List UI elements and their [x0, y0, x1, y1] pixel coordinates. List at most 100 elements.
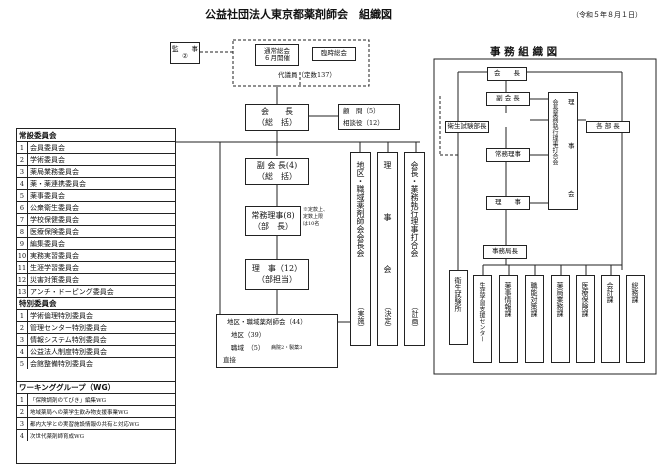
department-box: 職能対策課 [525, 275, 544, 363]
department-box: 会計課 [601, 275, 620, 363]
committee-number: 4 [17, 430, 28, 441]
executive-planning-meeting-box: 会長・業務執行理事打合会 （計画） [404, 152, 425, 346]
committee-name: 生涯学習委員会 [30, 263, 79, 272]
directors-title: 理 事（12） [251, 264, 303, 273]
auditor-count: ② [182, 52, 188, 60]
committee-row: 1「保険調剤のてびき」編集WG [17, 393, 175, 405]
executive-planning-meeting-label: 会長・業務執行理事打合会 [410, 161, 419, 257]
department-heads-box: 各 部 長 [586, 121, 630, 133]
committee-name: 学術委員会 [30, 155, 65, 164]
committee-number: 1 [17, 142, 28, 153]
auditor-box: 監 事 ② [170, 42, 200, 64]
executive-note-1: ※定款上、 [303, 207, 329, 213]
department-box: 薬局業務課 [551, 275, 570, 363]
page-title: 公益社団法人東京都薬剤師会 組織図 [205, 8, 392, 21]
executive-director-box: 常務理事(8) （部 長） [245, 206, 301, 236]
president-sub: （総 括） [257, 118, 297, 127]
delegates-label: 代議員（定数137） [278, 71, 336, 79]
committee-number: 7 [17, 214, 28, 225]
committee-name: 情報システム特別委員会 [30, 335, 107, 344]
working-groups-header: ワーキンググループ（WG） [17, 381, 175, 393]
committee-name: 薬局業務委員会 [30, 167, 79, 176]
president-title: 会 長 [261, 107, 293, 116]
committee-number: 8 [17, 226, 28, 237]
vice-president-title: 副 会 長(4) [256, 161, 298, 170]
committee-number: 4 [17, 346, 28, 357]
regular-meeting-box: 通常総会 ６月開催 [255, 44, 299, 66]
committee-name: 薬事委員会 [30, 191, 65, 200]
vice-president-box: 副 会 長(4) （総 括） [245, 158, 309, 185]
secretary-general-box: 事務局長 [483, 245, 527, 259]
office-executive-label: 常務理事 [495, 150, 521, 159]
committee-name: 管理センター特別委員会 [30, 323, 107, 332]
department-box: 衛生試験所 [449, 270, 468, 345]
extra-meeting-box: 臨時総会 [312, 47, 356, 61]
committee-number: 5 [17, 358, 28, 369]
branch-associations-box: 地区・職域薬剤師会（44） 地区（39） 職域 （5） 病院2・製薬3 直接 [216, 314, 338, 368]
office-board-bottom: 会 [568, 190, 575, 198]
office-president-label: 会 長 [494, 69, 520, 78]
department-label: 薬事情報課 [504, 282, 512, 317]
directors-box: 理 事（12） （部担当） [245, 259, 309, 290]
branch-line-3: 職域 （5） [231, 344, 265, 352]
committee-name: 薬・薬連携委員会 [30, 179, 86, 188]
extra-meeting-label: 臨時総会 [321, 49, 347, 58]
office-director-label: 理 事 [495, 198, 521, 207]
committee-number: 3 [17, 334, 28, 345]
committee-number: 2 [17, 406, 28, 417]
committee-number: 5 [17, 190, 28, 201]
committee-number: 1 [17, 310, 28, 321]
secretary-general-label: 事務局長 [492, 247, 518, 256]
branch-line-3b: 病院2・製薬3 [271, 345, 303, 351]
regular-meeting-label: 通常総会 [264, 46, 290, 55]
committee-name: アンチ・ドーピング委員会 [30, 287, 114, 296]
vice-president-sub: （総 括） [257, 172, 297, 181]
department-label: 薬局業務課 [556, 282, 564, 317]
committee-number: 2 [17, 322, 28, 333]
branch-presidents-council-sub: （実施） [357, 303, 365, 331]
executive-note-2: 定数上限 [303, 214, 324, 220]
office-chart-title: 事 務 組 織 図 [490, 46, 558, 58]
department-label: 衛生試験所 [454, 277, 462, 312]
committee-name: 次世代薬剤師育成WG [30, 433, 85, 440]
department-box: 医療保険課 [576, 275, 595, 363]
department-box: 生涯学習支援センター [473, 275, 492, 363]
committee-name: 会員委員会 [30, 143, 65, 152]
board-of-directors-label: 理事会 [383, 161, 392, 317]
committee-name: 編集委員会 [30, 239, 65, 248]
office-vice-label: 副 会 長 [496, 94, 520, 103]
office-director-box: 理 事 [486, 196, 530, 210]
department-box: 総務課 [626, 275, 645, 363]
president-box: 会 長 （総 括） [245, 104, 309, 131]
office-board-meeting-box: 会長業務執行理事打合会 理 事 会 [548, 92, 578, 210]
committee-name: 「保険調剤のてびき」編集WG [30, 397, 107, 404]
lab-director-label: 衛生試験部長 [447, 122, 487, 131]
executive-planning-meeting-sub: （計画） [411, 303, 419, 331]
committee-number: 3 [17, 166, 28, 177]
committee-number: 12 [17, 274, 28, 285]
office-president-box: 会 長 [487, 67, 527, 81]
committee-name: 医療保険委員会 [30, 227, 79, 236]
branch-line-4: 直接 [223, 356, 236, 364]
auditor-label: 監 事 [172, 44, 198, 53]
date-label: （令和５年８月１日） [572, 11, 642, 19]
executive-director-title: 常務理事(8) [251, 210, 295, 220]
committee-number: 3 [17, 418, 28, 429]
department-label: 会計課 [606, 282, 614, 303]
board-of-directors-box: 理事会 （決定） [377, 152, 398, 346]
office-vice-box: 副 会 長 [486, 92, 530, 106]
